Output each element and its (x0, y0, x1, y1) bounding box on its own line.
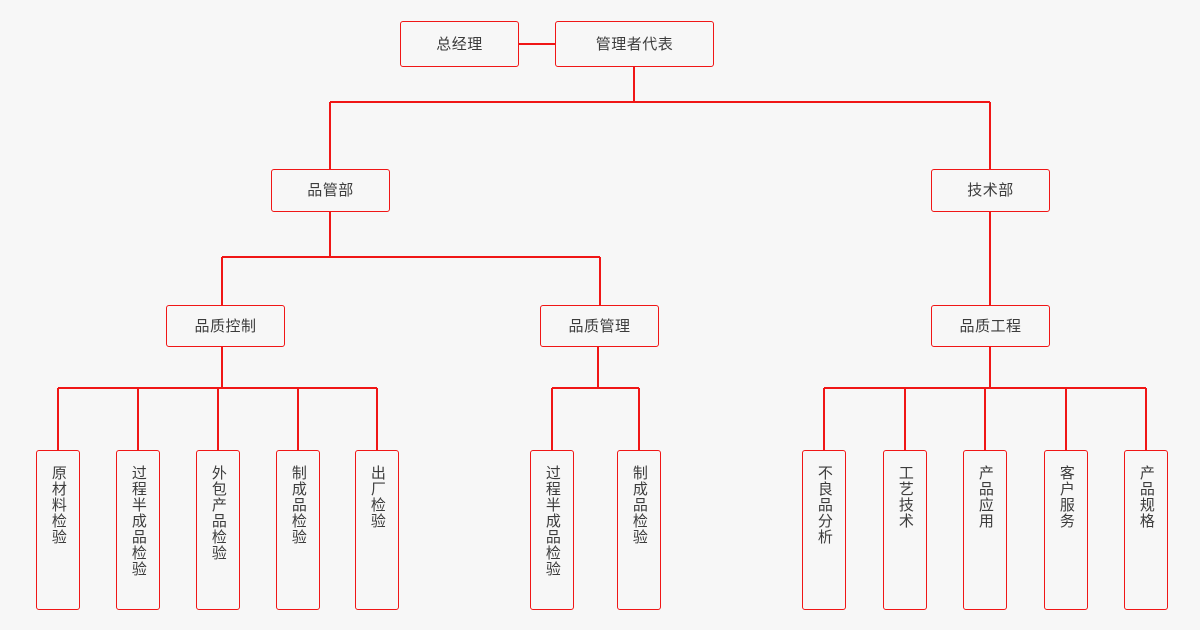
node-product-application[interactable]: 产品应用 (963, 450, 1007, 610)
node-customer-service[interactable]: 客户服务 (1044, 450, 1088, 610)
node-qm-in-process-semifinished-inspection[interactable]: 过程半成品检验 (530, 450, 574, 610)
node-management-representative-label: 管理者代表 (595, 34, 674, 53)
node-technical-department-label: 技术部 (967, 181, 1014, 200)
node-technical-department[interactable]: 技术部 (931, 169, 1050, 212)
node-quality-engineering[interactable]: 品质工程 (931, 305, 1050, 347)
node-raw-material-inspection-label: 原材料检验 (49, 465, 68, 545)
node-defect-analysis[interactable]: 不良品分析 (802, 450, 846, 610)
node-qm-finished-product-inspection[interactable]: 制成品检验 (617, 450, 661, 610)
node-process-technology-label: 工艺技术 (896, 465, 915, 529)
node-in-process-semifinished-inspection-label: 过程半成品检验 (129, 465, 148, 577)
node-outsourced-product-inspection[interactable]: 外包产品检验 (196, 450, 240, 610)
node-outgoing-inspection[interactable]: 出厂检验 (355, 450, 399, 610)
node-product-application-label: 产品应用 (976, 465, 995, 529)
node-defect-analysis-label: 不良品分析 (815, 465, 834, 545)
node-general-manager-label: 总经理 (436, 34, 483, 53)
node-process-technology[interactable]: 工艺技术 (883, 450, 927, 610)
node-qm-finished-product-inspection-label: 制成品检验 (630, 465, 649, 545)
node-raw-material-inspection[interactable]: 原材料检验 (36, 450, 80, 610)
node-finished-product-inspection-label: 制成品检验 (289, 465, 308, 545)
node-outgoing-inspection-label: 出厂检验 (368, 465, 387, 529)
node-qm-in-process-semifinished-inspection-label: 过程半成品检验 (543, 465, 562, 577)
node-outsourced-product-inspection-label: 外包产品检验 (209, 465, 228, 561)
node-quality-control-label: 品质控制 (194, 316, 257, 335)
node-quality-department-label: 品管部 (307, 181, 354, 200)
node-quality-department[interactable]: 品管部 (271, 169, 390, 212)
node-product-specification-label: 产品规格 (1137, 465, 1156, 529)
node-general-manager[interactable]: 总经理 (400, 21, 519, 67)
node-finished-product-inspection[interactable]: 制成品检验 (276, 450, 320, 610)
node-quality-management[interactable]: 品质管理 (540, 305, 659, 347)
node-product-specification[interactable]: 产品规格 (1124, 450, 1168, 610)
node-in-process-semifinished-inspection[interactable]: 过程半成品检验 (116, 450, 160, 610)
node-management-representative[interactable]: 管理者代表 (555, 21, 714, 67)
node-quality-control[interactable]: 品质控制 (166, 305, 285, 347)
node-quality-management-label: 品质管理 (568, 316, 631, 335)
node-quality-engineering-label: 品质工程 (959, 316, 1022, 335)
node-customer-service-label: 客户服务 (1057, 465, 1076, 529)
